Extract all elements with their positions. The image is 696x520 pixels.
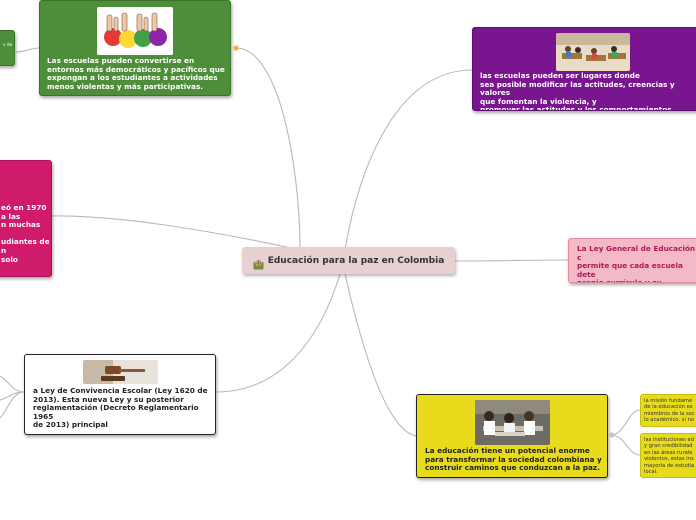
topic-node-ley-convivencia[interactable]: a Ley de Convivencia Escolar (Ley 1620 d… [24,354,216,435]
node-text: eó en 1970 a las n muchas udiantes de n … [1,203,50,264]
node-text: La educación tiene un potencial enorme p… [425,446,602,473]
subtopic-node-institutions[interactable]: las instituciones ed y gran credibilidad… [640,433,696,478]
book-globe-icon [253,255,264,270]
node-text: s de [3,43,13,48]
topic-node-edge-left[interactable]: s de [0,30,15,66]
gavel-image [83,360,158,384]
subtopic-node-mission[interactable]: la misión fundame de la educación es mie… [640,394,696,427]
hands-letters-image [97,7,173,55]
central-title: Educación para la paz en Colombia [267,255,445,266]
node-text: las instituciones ed y gran credibilidad… [644,437,695,476]
node-text: la misión fundame de la educación es mie… [644,398,695,424]
node-text: Las escuelas pueden convertirse en entor… [47,56,225,91]
node-text: a Ley de Convivencia Escolar (Ley 1620 d… [33,386,208,430]
topic-node-education-potential[interactable]: La educación tiene un potencial enorme p… [416,394,608,478]
topic-node-modify-attitudes[interactable]: las escuelas pueden ser lugares donde se… [472,27,696,111]
node-text: La Ley General de Educación c permite qu… [577,244,696,283]
central-topic[interactable]: Educación para la paz en Colombia [242,247,455,274]
topic-node-magenta[interactable]: eó en 1970 a las n muchas udiantes de n … [0,160,52,277]
node-text: las escuelas pueden ser lugares donde se… [480,71,675,111]
topic-node-democratic-schools[interactable]: Las escuelas pueden convertirse en entor… [39,0,231,96]
classroom-image [556,33,630,71]
topic-node-ley-general[interactable]: La Ley General de Educación c permite qu… [568,238,696,283]
classroom-students-image [475,400,550,445]
